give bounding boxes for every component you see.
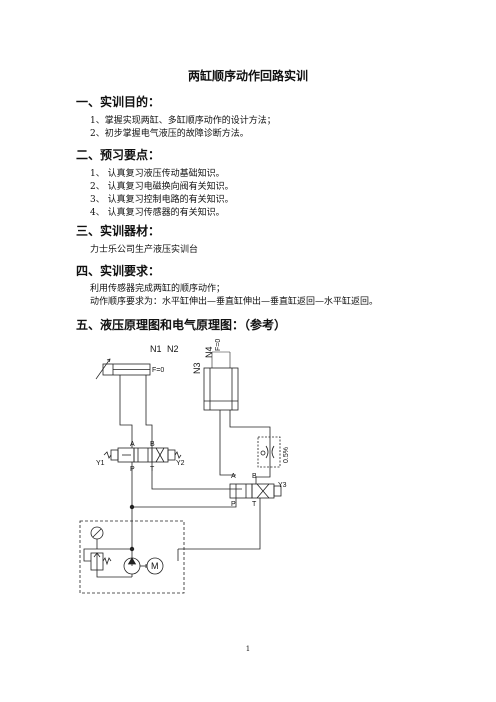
equipment-text: 力士乐公司生产液压实训台 xyxy=(90,245,199,255)
valve1-port-a: A xyxy=(130,441,135,448)
hydraulic-circuit-diagram: N1 N2 F=0 N3 N4 F=0 A B P T Y1 Y2 xyxy=(79,339,290,594)
valve2-port-a: A xyxy=(231,473,236,480)
page-title: 两缸顺序动作回路实训 xyxy=(187,69,308,83)
valve2-port-p: P xyxy=(231,501,236,508)
section-heading-diagrams: 五、液压原理图和电气原理图：（参考） xyxy=(76,318,287,332)
motor-label: M xyxy=(151,561,159,571)
force-label-vertical: F=0 xyxy=(215,339,222,351)
sensor-label-n4: N4 xyxy=(204,346,214,358)
directional-valve-1 xyxy=(103,447,182,463)
solenoid-label-y3: Y3 xyxy=(278,482,287,489)
preview-item-3: 3、 认真复习控制电路的有关知识。 xyxy=(90,195,234,205)
section-heading-equipment: 三、实训器材： xyxy=(76,224,161,238)
relief-valve xyxy=(90,552,112,571)
objective-item-1: 1、掌握实现两缸、多缸顺序动作的设计方法； xyxy=(90,116,276,126)
electric-motor xyxy=(146,557,164,575)
valve1-port-p: P xyxy=(130,466,135,473)
requirement-item-1: 利用传感器完成两缸的顺序动作； xyxy=(90,284,226,294)
throttle-setting-label: 0.5% xyxy=(283,447,290,463)
sensor-label-n1: N1 xyxy=(150,344,162,354)
horizontal-cylinder xyxy=(95,358,151,380)
force-label-horizontal: F=0 xyxy=(152,367,164,374)
valve1-port-t: T xyxy=(150,466,155,473)
sensor-label-n3: N3 xyxy=(192,362,202,374)
preview-item-4: 4、 认真复习传感器的有关知识。 xyxy=(90,208,225,218)
section-heading-preview: 二、预习要点： xyxy=(76,148,161,162)
valve2-port-t: T xyxy=(252,501,257,508)
solenoid-label-y2: Y2 xyxy=(176,460,185,467)
valve2-port-b: B xyxy=(252,473,257,480)
section-heading-objectives: 一、实训目的： xyxy=(76,95,161,109)
preview-item-2: 2、 认真复习电磁换向阀有关知识。 xyxy=(90,182,234,192)
section-heading-requirements: 四、实训要求： xyxy=(76,264,161,278)
directional-valve-2 xyxy=(229,483,282,499)
requirement-item-2: 动作顺序要求为：水平缸伸出—垂直缸伸出—垂直缸返回—水平缸返回。 xyxy=(90,297,379,307)
throttle-check-valve xyxy=(257,436,281,468)
sensor-label-n2: N2 xyxy=(167,344,179,354)
preview-item-1: 1、 认真复习液压传动基础知识。 xyxy=(90,169,225,179)
pressure-gauge xyxy=(90,526,104,549)
page-number: 1 xyxy=(245,645,251,653)
solenoid-label-y1: Y1 xyxy=(96,460,105,467)
valve1-port-b: B xyxy=(150,441,155,448)
vertical-cylinder xyxy=(203,351,239,411)
objective-item-2: 2、初步掌握电气液压的故障诊断方法。 xyxy=(90,129,249,139)
